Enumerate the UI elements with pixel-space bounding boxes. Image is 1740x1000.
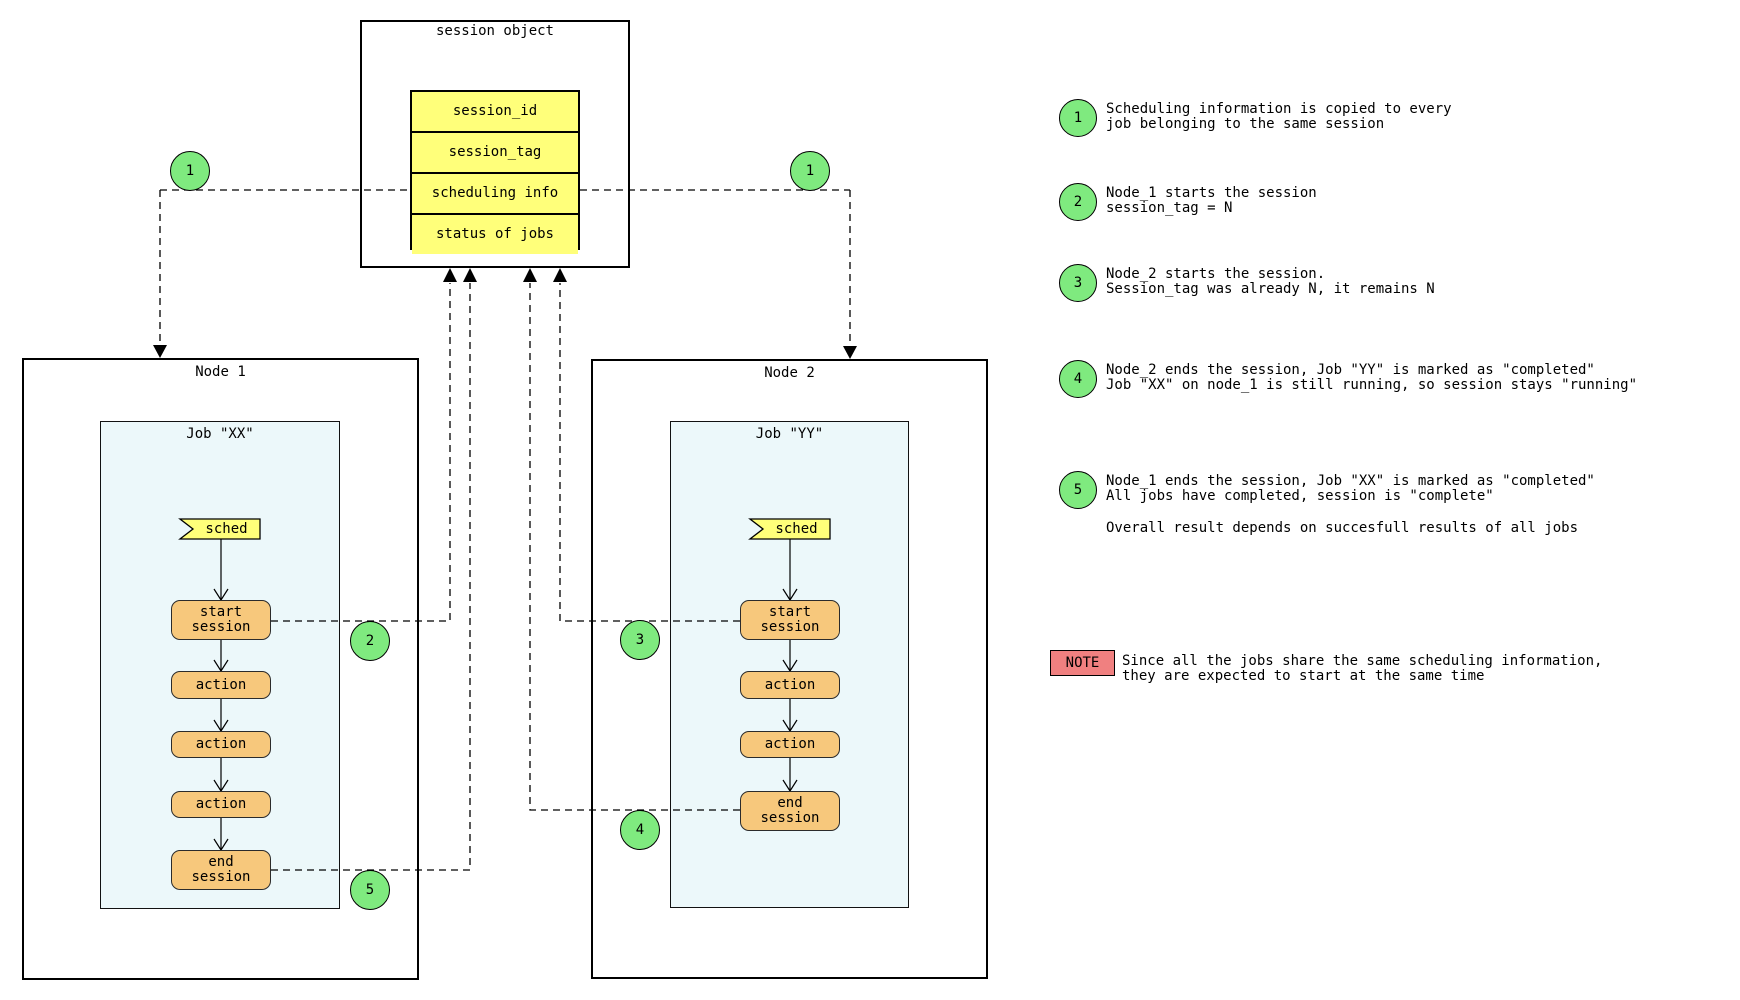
annotation-text-3: Node_2 starts the session. Session_tag w… — [1106, 266, 1435, 297]
node1-step-start-session: start session — [171, 600, 271, 640]
dashed-node1-end-session — [271, 283, 471, 871]
node1-step-action-1: action — [171, 671, 271, 699]
field-session-tag: session_tag — [412, 133, 578, 174]
node1-sched-flag-shape — [178, 518, 261, 540]
node2-step-action-2: action — [740, 731, 840, 758]
node2-sched-flag-label: sched — [775, 521, 818, 537]
marker-4: 4 — [620, 810, 660, 850]
dashed-node2-start-session — [559, 283, 740, 622]
arrowhead-up-2 — [463, 268, 477, 282]
annotation-badge-5: 5 — [1059, 471, 1097, 509]
node2-sched-flag-shape — [748, 518, 831, 540]
marker-3: 3 — [620, 620, 660, 660]
annotation-overall-note: Overall result depends on succesfull res… — [1106, 520, 1579, 536]
annotation-badge-3: 3 — [1059, 264, 1097, 302]
dashed-node1-start-session — [271, 283, 451, 622]
node2-step-action-1: action — [740, 671, 840, 699]
node1-sched-flag-label: sched — [205, 521, 248, 537]
session-fields-table: session_id session_tag scheduling info s… — [410, 90, 580, 254]
field-session-id: session_id — [412, 92, 578, 133]
session-object-title: session object — [435, 23, 554, 39]
annotation-text-4: Node_2 ends the session, Job "YY" is mar… — [1106, 362, 1638, 393]
field-scheduling-info: scheduling info — [412, 174, 578, 215]
node2-step-end-session: end session — [740, 791, 840, 831]
annotation-text-1: Scheduling information is copied to ever… — [1106, 101, 1452, 132]
arrowhead-up-3 — [523, 268, 537, 282]
marker-5: 5 — [350, 870, 390, 910]
node1-step-action-3: action — [171, 791, 271, 818]
node1-title: Node 1 — [195, 364, 246, 380]
note-label: NOTE — [1065, 654, 1100, 671]
marker-2: 2 — [350, 621, 390, 661]
field-status-of-jobs: status of jobs — [412, 215, 578, 254]
job-xx-box — [100, 421, 340, 909]
arrowhead-into-node1 — [153, 345, 167, 358]
job-yy-title: Job "YY" — [755, 426, 824, 442]
marker-1-left: 1 — [170, 151, 210, 191]
note-box: NOTE — [1050, 650, 1115, 676]
arrowhead-up-1 — [443, 268, 457, 282]
marker-1-right: 1 — [790, 151, 830, 191]
dashed-node2-end-session — [529, 283, 740, 811]
annotation-badge-2: 2 — [1059, 183, 1097, 221]
node1-step-end-session: end session — [171, 850, 271, 890]
node2-title: Node 2 — [764, 365, 815, 381]
arrowhead-up-4 — [553, 268, 567, 282]
node2-step-start-session: start session — [740, 600, 840, 640]
note-text: Since all the jobs share the same schedu… — [1122, 653, 1603, 684]
job-xx-title: Job "XX" — [186, 426, 254, 442]
arrowhead-into-node2 — [843, 346, 857, 359]
annotation-text-2: Node_1 starts the session session_tag = … — [1106, 185, 1317, 216]
annotation-badge-1: 1 — [1059, 99, 1097, 137]
node1-step-action-2: action — [171, 731, 271, 758]
annotation-badge-4: 4 — [1059, 360, 1097, 398]
annotation-text-5: Node_1 ends the session, Job "XX" is mar… — [1106, 473, 1595, 504]
